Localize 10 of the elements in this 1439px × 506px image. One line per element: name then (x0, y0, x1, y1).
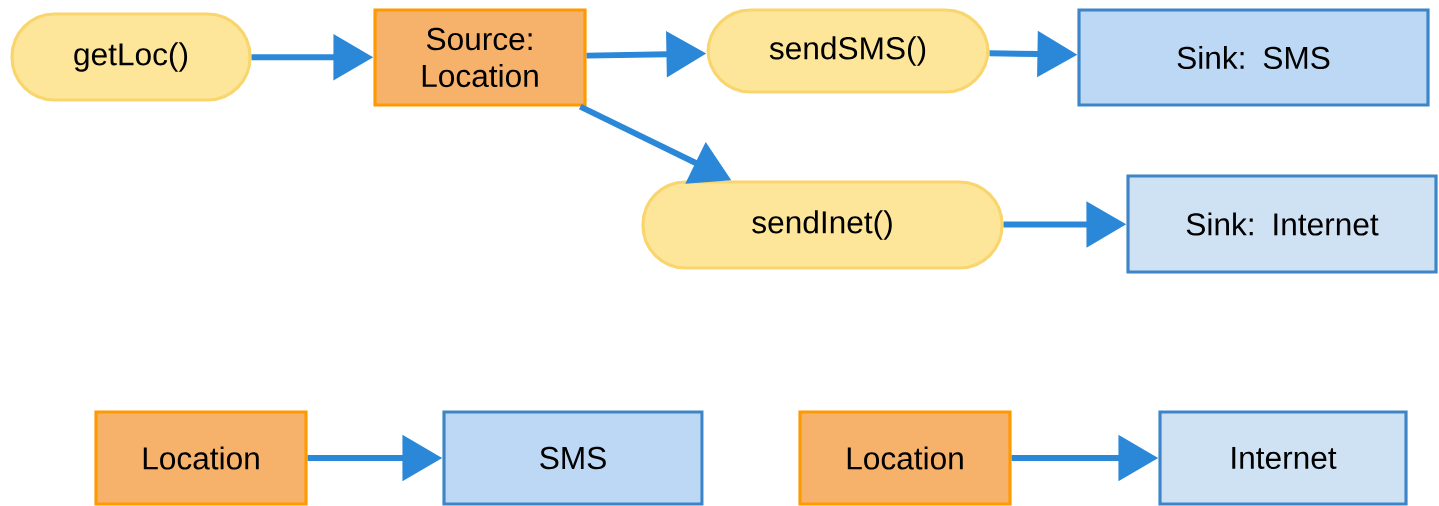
sink-box: Sink: SMS (1077, 8, 1430, 107)
sink-box: Sink: Internet (1126, 174, 1438, 274)
sink-box: Internet (1158, 410, 1408, 506)
function-pill: sendInet() (641, 180, 1004, 270)
source-box: Source: Location (373, 8, 587, 107)
source-box: Location (94, 410, 308, 506)
function-pill: sendSMS() (706, 8, 990, 94)
source-box: Location (798, 410, 1012, 506)
function-pill: getLoc() (10, 12, 252, 102)
sink-box: SMS (442, 410, 704, 506)
